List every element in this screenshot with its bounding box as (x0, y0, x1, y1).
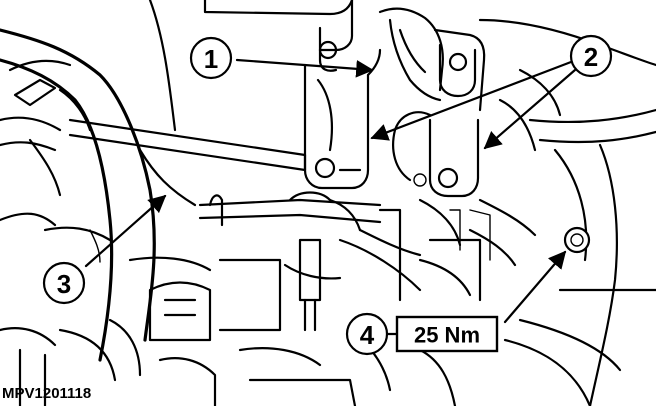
callout-4-label: 4 (360, 320, 375, 350)
leader-lines (84, 58, 577, 324)
callout-2: 2 (569, 34, 613, 78)
torque-value: 25 Nm (414, 323, 480, 348)
figure-reference-code: MPV1201118 (2, 385, 91, 402)
callout-3-circle (42, 261, 86, 305)
callout-1-label: 1 (204, 44, 218, 74)
torque-box (395, 315, 499, 353)
callout-2-label: 2 (584, 42, 598, 72)
callout-2-circle (569, 34, 613, 78)
callout-4: 4 25 Nm (345, 312, 499, 356)
callout-1-circle (189, 36, 233, 80)
callout-3-label: 3 (57, 269, 71, 299)
callout-3: 3 (42, 261, 86, 305)
callout-1: 1 (189, 36, 233, 80)
